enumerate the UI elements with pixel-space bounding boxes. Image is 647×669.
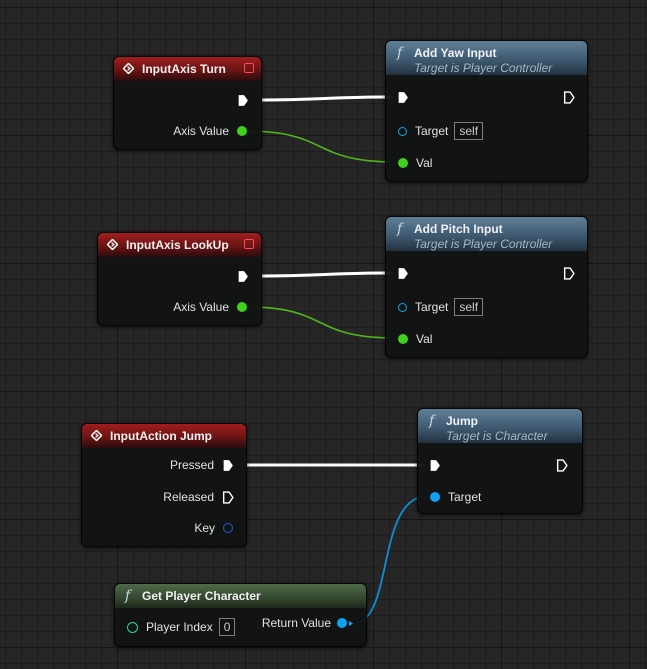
- node-title: Get Player Character: [142, 589, 261, 603]
- node-header[interactable]: InputAction Jump: [82, 424, 246, 448]
- exec-pin-icon-outline: [556, 459, 568, 472]
- exec-output-pin[interactable]: [563, 91, 575, 104]
- target-pin[interactable]: Target: [430, 490, 481, 504]
- axis-value-label: Axis Value: [173, 300, 229, 314]
- node-add-pitch-input[interactable]: f Add Pitch Input Target is Player Contr…: [385, 216, 588, 358]
- int-pin-icon: [127, 621, 138, 633]
- object-pin-icon: [430, 492, 440, 502]
- pressed-label: Pressed: [169, 458, 214, 472]
- event-diamond-icon: [107, 239, 118, 250]
- axis-value-pin[interactable]: Axis Value: [173, 124, 247, 138]
- node-title: InputAxis LookUp: [126, 238, 229, 252]
- target-value-field[interactable]: self: [454, 122, 484, 140]
- released-label: Released: [163, 490, 214, 504]
- key-label: Key: [194, 521, 215, 535]
- target-label: Target: [415, 124, 449, 138]
- exec-pin-icon: [398, 92, 408, 103]
- node-header[interactable]: f Get Player Character: [115, 584, 366, 608]
- object-pin-icon: [337, 618, 347, 628]
- return-value-pin[interactable]: Return Value: [262, 616, 353, 630]
- exec-output-pin[interactable]: [237, 270, 249, 283]
- player-index-pin[interactable]: Player Index 0: [127, 618, 236, 636]
- node-header[interactable]: f Add Yaw Input Target is Player Control…: [386, 41, 587, 75]
- exec-output-pin[interactable]: [556, 459, 568, 472]
- node-inputaxis-lookup[interactable]: InputAxis LookUp Axis Value: [97, 232, 262, 326]
- object-pin-icon: [398, 126, 407, 136]
- target-value-field[interactable]: self: [454, 298, 484, 316]
- node-title: Jump: [446, 414, 479, 428]
- player-index-label: Player Index: [146, 620, 213, 634]
- val-label: Val: [416, 156, 433, 170]
- event-diamond-icon: [91, 430, 102, 441]
- target-label: Target: [448, 490, 482, 504]
- node-subtitle: Target is Character: [446, 429, 548, 443]
- exec-wire-lookup-pitch: [261, 271, 393, 278]
- node-get-player-character[interactable]: f Get Player Character Player Index 0 Re…: [114, 583, 367, 647]
- node-inputaction-jump[interactable]: InputAction Jump Pressed Released Key: [81, 423, 247, 547]
- float-wire-turn-yaw: [244, 130, 396, 163]
- exec-pin-icon: [238, 271, 248, 282]
- node-header[interactable]: f Add Pitch Input Target is Player Contr…: [386, 217, 587, 251]
- return-value-label: Return Value: [261, 616, 331, 630]
- node-add-yaw-input[interactable]: f Add Yaw Input Target is Player Control…: [385, 40, 588, 182]
- exec-output-pin[interactable]: [563, 267, 575, 280]
- object-pin-icon: [398, 302, 407, 312]
- float-pin-icon: [237, 126, 247, 136]
- function-f-icon: f: [125, 588, 131, 604]
- exec-pin-icon: [223, 459, 233, 471]
- exec-input-pin[interactable]: [397, 91, 409, 104]
- exec-input-pin[interactable]: [397, 267, 409, 280]
- function-f-icon: f: [397, 221, 403, 237]
- target-label: Target: [415, 300, 449, 314]
- pressed-pin[interactable]: Pressed: [170, 458, 234, 472]
- player-index-field[interactable]: 0: [218, 618, 236, 636]
- node-header[interactable]: InputAxis LookUp: [98, 233, 261, 257]
- exec-pin-icon: [430, 460, 440, 471]
- float-pin-icon: [398, 158, 408, 168]
- target-pin[interactable]: Target self: [398, 298, 484, 316]
- val-label: Val: [416, 332, 433, 346]
- exec-input-pin[interactable]: [429, 459, 441, 472]
- float-pin-icon: [398, 334, 408, 344]
- key-pin[interactable]: Key: [194, 521, 233, 535]
- exec-pin-icon: [238, 95, 248, 106]
- event-diamond-icon: [123, 63, 134, 74]
- axis-value-label: Axis Value: [173, 124, 229, 138]
- key-struct-pin-icon: [223, 523, 233, 533]
- node-title: InputAction Jump: [110, 429, 212, 443]
- exec-pin-icon-outline: [222, 490, 234, 504]
- float-wire-lookup-pitch: [246, 306, 396, 339]
- axis-value-pin[interactable]: Axis Value: [173, 300, 247, 314]
- node-subtitle: Target is Player Controller: [414, 61, 553, 75]
- stop-square-icon: [244, 239, 254, 249]
- node-title: Add Pitch Input: [414, 222, 503, 236]
- stop-square-icon: [244, 63, 254, 73]
- val-pin[interactable]: Val: [398, 332, 432, 346]
- exec-pin-icon-outline: [563, 91, 575, 104]
- node-title: InputAxis Turn: [142, 62, 226, 76]
- node-subtitle: Target is Player Controller: [414, 237, 553, 251]
- node-title: Add Yaw Input: [414, 46, 497, 60]
- val-pin[interactable]: Val: [398, 156, 432, 170]
- exec-pin-icon: [398, 268, 408, 279]
- pin-arrow-icon: [349, 620, 353, 626]
- node-header[interactable]: InputAxis Turn: [114, 57, 261, 81]
- float-pin-icon: [237, 302, 247, 312]
- released-pin[interactable]: Released: [163, 490, 234, 504]
- function-f-icon: f: [429, 413, 435, 429]
- function-f-icon: f: [397, 45, 403, 61]
- node-inputaxis-turn[interactable]: InputAxis Turn Axis Value: [113, 56, 262, 150]
- node-jump[interactable]: f Jump Target is Character Target: [417, 408, 583, 514]
- target-pin[interactable]: Target self: [398, 122, 484, 140]
- exec-pin-icon-outline: [563, 267, 575, 280]
- exec-wire-turn-yaw: [261, 95, 393, 102]
- node-header[interactable]: f Jump Target is Character: [418, 409, 582, 443]
- exec-output-pin[interactable]: [237, 94, 249, 107]
